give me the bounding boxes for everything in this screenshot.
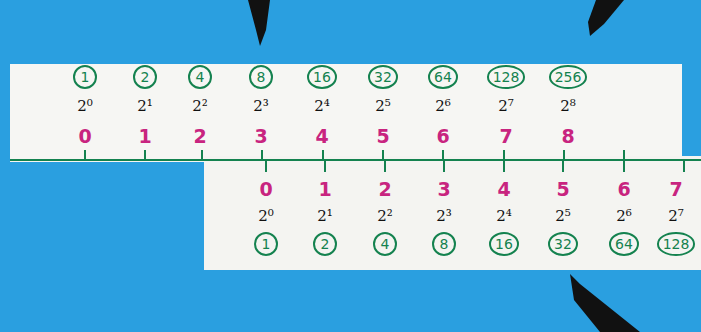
circled-number: 16 xyxy=(489,232,519,256)
power-expression: 2⁸ xyxy=(560,97,576,115)
power-value: 128 xyxy=(663,236,690,252)
exponent-number: 2 xyxy=(193,125,206,147)
exponent-number: 3 xyxy=(254,125,267,147)
power-expression: 2¹ xyxy=(317,207,333,225)
bottom-strip xyxy=(204,156,701,270)
power-value: 1 xyxy=(81,69,90,85)
power-expression: 2⁶ xyxy=(616,207,632,225)
power-expression: 2⁵ xyxy=(555,207,571,225)
top-strip xyxy=(10,64,682,162)
power-value: 256 xyxy=(555,69,582,85)
circled-number: 4 xyxy=(373,232,397,256)
power-expression: 2⁴ xyxy=(496,207,512,225)
exponent-number: 2 xyxy=(378,178,391,200)
power-expression: 2³ xyxy=(253,97,269,115)
circled-number: 256 xyxy=(549,65,588,89)
exponent-number: 5 xyxy=(376,125,389,147)
circled-number: 4 xyxy=(188,65,212,89)
power-expression: 2⁰ xyxy=(77,97,93,115)
exponent-number: 1 xyxy=(138,125,151,147)
circled-number: 8 xyxy=(432,232,456,256)
circled-number: 16 xyxy=(307,65,337,89)
power-value: 8 xyxy=(257,69,266,85)
power-expression: 2⁰ xyxy=(258,207,274,225)
exponent-number: 0 xyxy=(259,178,272,200)
exponent-number: 5 xyxy=(556,178,569,200)
power-value: 64 xyxy=(434,69,452,85)
circled-number: 2 xyxy=(133,65,157,89)
power-expression: 2⁷ xyxy=(668,207,684,225)
top-ticks xyxy=(85,150,624,160)
power-value: 16 xyxy=(313,69,331,85)
exponent-number: 8 xyxy=(561,125,574,147)
circled-number: 8 xyxy=(249,65,273,89)
power-expression: 2⁵ xyxy=(375,97,391,115)
circled-number: 2 xyxy=(313,232,337,256)
exponent-number: 0 xyxy=(78,125,91,147)
circled-number: 1 xyxy=(73,65,97,89)
bottom-ticks xyxy=(266,160,684,172)
power-value: 64 xyxy=(615,236,633,252)
power-expression: 2⁴ xyxy=(314,97,330,115)
junction-line xyxy=(10,159,701,161)
marker-pen xyxy=(248,0,270,46)
circled-number: 64 xyxy=(609,232,639,256)
power-expression: 2⁷ xyxy=(498,97,514,115)
marker-pen xyxy=(570,274,640,332)
marker-pen xyxy=(588,0,624,36)
circled-number: 128 xyxy=(657,232,696,256)
circled-number: 32 xyxy=(368,65,398,89)
circled-number: 128 xyxy=(487,65,526,89)
power-value: 16 xyxy=(495,236,513,252)
power-value: 128 xyxy=(493,69,520,85)
power-value: 32 xyxy=(554,236,572,252)
power-expression: 2¹ xyxy=(137,97,153,115)
power-value: 32 xyxy=(374,69,392,85)
power-expression: 2⁶ xyxy=(435,97,451,115)
circled-number: 64 xyxy=(428,65,458,89)
exponent-number: 1 xyxy=(318,178,331,200)
power-expression: 2² xyxy=(192,97,208,115)
exponent-number: 6 xyxy=(617,178,630,200)
power-value: 8 xyxy=(440,236,449,252)
exponent-number: 7 xyxy=(669,178,682,200)
exponent-number: 7 xyxy=(499,125,512,147)
power-expression: 2² xyxy=(377,207,393,225)
power-value: 4 xyxy=(381,236,390,252)
exponent-number: 4 xyxy=(315,125,328,147)
power-value: 4 xyxy=(196,69,205,85)
power-value: 1 xyxy=(262,236,271,252)
circled-number: 32 xyxy=(548,232,578,256)
power-value: 2 xyxy=(141,69,150,85)
power-value: 2 xyxy=(321,236,330,252)
exponent-number: 6 xyxy=(436,125,449,147)
exponent-number: 4 xyxy=(497,178,510,200)
power-expression: 2³ xyxy=(436,207,452,225)
circled-number: 1 xyxy=(254,232,278,256)
exponent-number: 3 xyxy=(437,178,450,200)
